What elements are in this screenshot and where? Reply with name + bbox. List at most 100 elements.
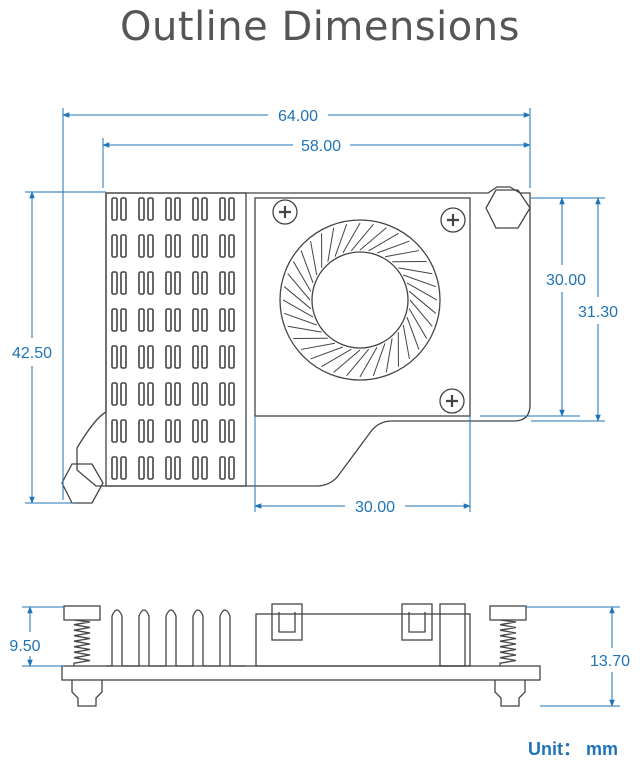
fan-blade [287, 325, 322, 333]
fan-screw-icon [439, 388, 465, 414]
unit-label: Unit： mm [528, 739, 618, 759]
heatsink-fin-slot [228, 456, 235, 480]
fan-blades [282, 222, 438, 378]
fan-blade [283, 312, 317, 326]
fan-blade [321, 348, 352, 368]
fan-blade [403, 274, 437, 288]
fan-blade [385, 338, 393, 373]
heatsink-fin-slot [120, 456, 127, 480]
side-view [61, 603, 541, 707]
fan-outer-ring [279, 219, 441, 381]
heatsink-fin-slot [219, 345, 226, 369]
fan-blade [282, 299, 314, 318]
heatsink-fin-slot [228, 271, 235, 295]
heatsink-fin-slot [228, 419, 235, 443]
fan-blade [402, 324, 410, 360]
top-view [61, 186, 531, 504]
heatsink-block [105, 192, 247, 487]
heatsink-fin-slot [165, 382, 172, 406]
heatsink-fin-slot [219, 271, 226, 295]
heatsink-fin-slot [174, 234, 181, 258]
heatsink-fin-slot [192, 419, 199, 443]
fan-blade [359, 227, 387, 251]
heatsink-fin-slot [174, 456, 181, 480]
heatsink-fin-slot [111, 345, 118, 369]
top-view-dimensions [25, 108, 605, 512]
heatsink-fin-slot [147, 456, 154, 480]
heatsink-fin-slot [165, 271, 172, 295]
base-plate [61, 665, 541, 681]
heatsink-fin-slot [219, 308, 226, 332]
heatsink-fin-slot [228, 382, 235, 406]
heatsink-fin-slot [174, 419, 181, 443]
heatsink-fin-slot [138, 419, 145, 443]
heatsink-fin-slot [201, 197, 208, 221]
top-view-dimension-labels: 64.00 58.00 42.50 30.00 31.30 30.00 [12, 108, 618, 516]
heatsink-fin-slot [147, 382, 154, 406]
fan-blade [376, 240, 410, 254]
heatsink-fin-slot [192, 456, 199, 480]
dimension-label-fan-height: 30.00 [546, 272, 586, 289]
heatsink-fin-slot [120, 234, 127, 258]
dimension-label-58: 58.00 [301, 138, 341, 155]
heatsink-fin-slot [219, 234, 226, 258]
fan-blade [372, 343, 386, 377]
fan-screw-icon [272, 199, 298, 225]
heatsink-fin-slot [111, 419, 118, 443]
heatsink-fin-slot [201, 271, 208, 295]
fan-blade [310, 240, 318, 276]
fan-blade [406, 316, 420, 350]
dimension-label-fan-width: 30.00 [355, 499, 395, 516]
dimension-label-64: 64.00 [278, 108, 318, 125]
dimension-label-31-30: 31.30 [578, 304, 618, 321]
heatsink-fin-slot [165, 308, 172, 332]
fan-blade [327, 227, 335, 262]
heatsink-fin-slot [165, 197, 172, 221]
side-fan-clip-left [271, 603, 303, 641]
fan-blade [408, 308, 428, 339]
fan-blade [333, 349, 361, 373]
fan-blade [408, 290, 437, 314]
heatsink-fin-slot [201, 234, 208, 258]
fan-blade [406, 282, 438, 301]
fan-blade [300, 342, 336, 350]
heatsink-fin-slot [228, 345, 235, 369]
heatsink-fin-slot [120, 308, 127, 332]
heatsink-fin-slot [192, 234, 199, 258]
side-spring-left [63, 605, 103, 707]
heatsink-fin-slot [228, 308, 235, 332]
fan-blade [342, 222, 361, 254]
heatsink-fin-slot [111, 234, 118, 258]
fan-hub [311, 251, 409, 349]
heatsink-fin-slot [228, 234, 235, 258]
heatsink-fin-slot [219, 419, 226, 443]
dimension-label-42-50: 42.50 [12, 345, 52, 362]
heatsink-fin-slot [219, 456, 226, 480]
fan-blade [384, 250, 420, 258]
dimension-label-13-70: 13.70 [590, 653, 630, 670]
fan-blade [350, 223, 374, 252]
heatsink-fin-slot [174, 308, 181, 332]
board-outline [76, 186, 531, 487]
fan-blade [346, 348, 370, 377]
standoff-hex-bottom-left [61, 463, 104, 504]
heatsink-fin-slot [120, 271, 127, 295]
fan-blade [334, 223, 348, 257]
heatsink-fin-slot [111, 456, 118, 480]
heatsink-fin-slot [165, 419, 172, 443]
heatsink-fin-slot [120, 197, 127, 221]
standoff-hex-top-right [485, 189, 531, 229]
heatsink-fin-slot [174, 271, 181, 295]
heatsink-fin-slot [165, 234, 172, 258]
heatsink-fin-slot [192, 197, 199, 221]
fan-blade [409, 299, 433, 327]
heatsink-fin-slot [138, 308, 145, 332]
heatsink-fin-slot [201, 345, 208, 369]
dimension-label-9-50: 9.50 [9, 638, 40, 655]
heatsink-fin-slot [219, 382, 226, 406]
heatsink-fin-slot [147, 419, 154, 443]
fan-housing [254, 197, 471, 417]
heatsink-fin-slot [138, 382, 145, 406]
heatsink-fin-slot [147, 345, 154, 369]
heatsink-fin-slot [138, 271, 145, 295]
